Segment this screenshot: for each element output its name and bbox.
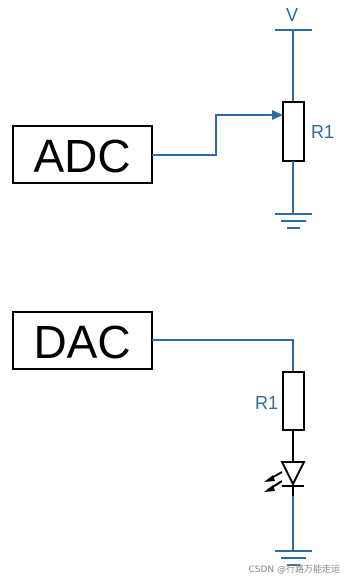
wiper-arrow-icon <box>272 110 283 120</box>
resistor-r1 <box>282 371 305 431</box>
potentiometer-r1 <box>282 101 305 162</box>
supply-voltage-label: V <box>286 5 298 25</box>
adc-block <box>12 125 153 184</box>
led-icon <box>264 461 306 496</box>
wiper-wire <box>152 114 276 156</box>
dac-block-label: DAC <box>33 316 130 368</box>
ground-symbol-bottom <box>275 550 312 566</box>
dac-output-wire <box>152 339 294 372</box>
ground-symbol-top <box>275 213 312 229</box>
watermark: CSDN @行路万能走运 <box>248 563 340 575</box>
potentiometer-label: R1 <box>311 122 334 142</box>
resistor-label: R1 <box>255 393 278 413</box>
adc-block-label: ADC <box>33 130 130 182</box>
